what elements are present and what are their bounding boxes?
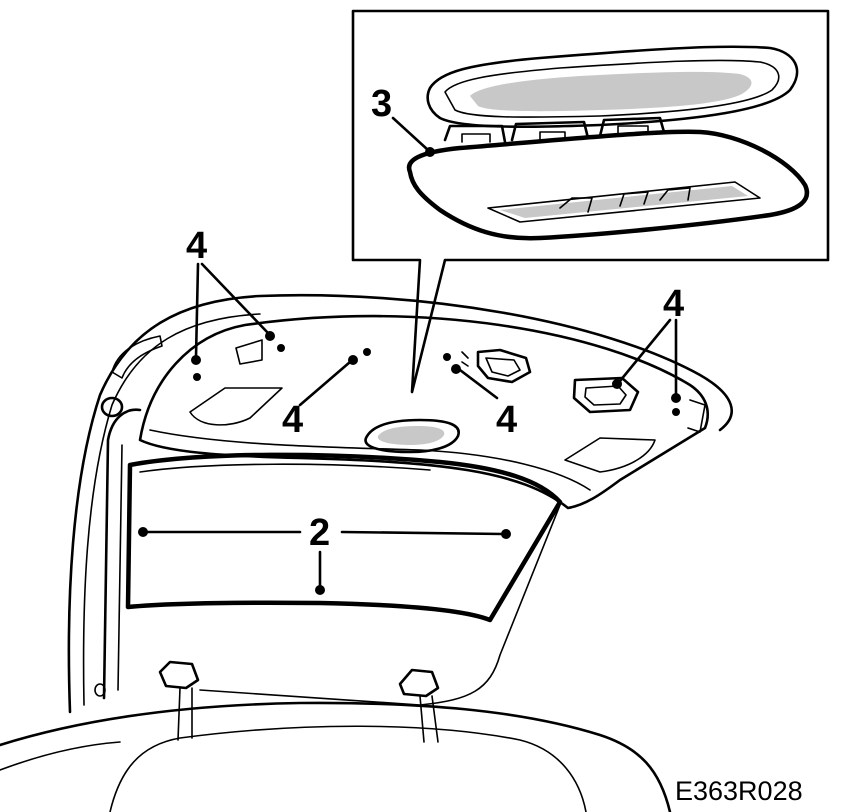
callout-lamp-unit: 3 xyxy=(371,83,392,125)
callout-mirror-seal: 2 xyxy=(309,512,330,554)
upper-trim-panel xyxy=(138,314,710,510)
leader-lines xyxy=(144,116,678,589)
callout-fastener-left: 4 xyxy=(186,225,207,267)
callout-fastener-center-right: 4 xyxy=(496,399,517,441)
fastener-points xyxy=(138,147,681,595)
callout-fastener-center-left: 4 xyxy=(282,399,303,441)
glass-seal-panel xyxy=(125,452,563,623)
figure-code: E363R028 xyxy=(675,776,803,806)
callout-fastener-right: 4 xyxy=(663,283,684,325)
inset-detail-box xyxy=(351,9,830,394)
hinge-left xyxy=(158,660,200,741)
tailgate-body xyxy=(0,293,733,812)
hinge-right xyxy=(398,668,440,743)
callout-labels: 2 3 4 4 4 4 xyxy=(186,83,684,554)
